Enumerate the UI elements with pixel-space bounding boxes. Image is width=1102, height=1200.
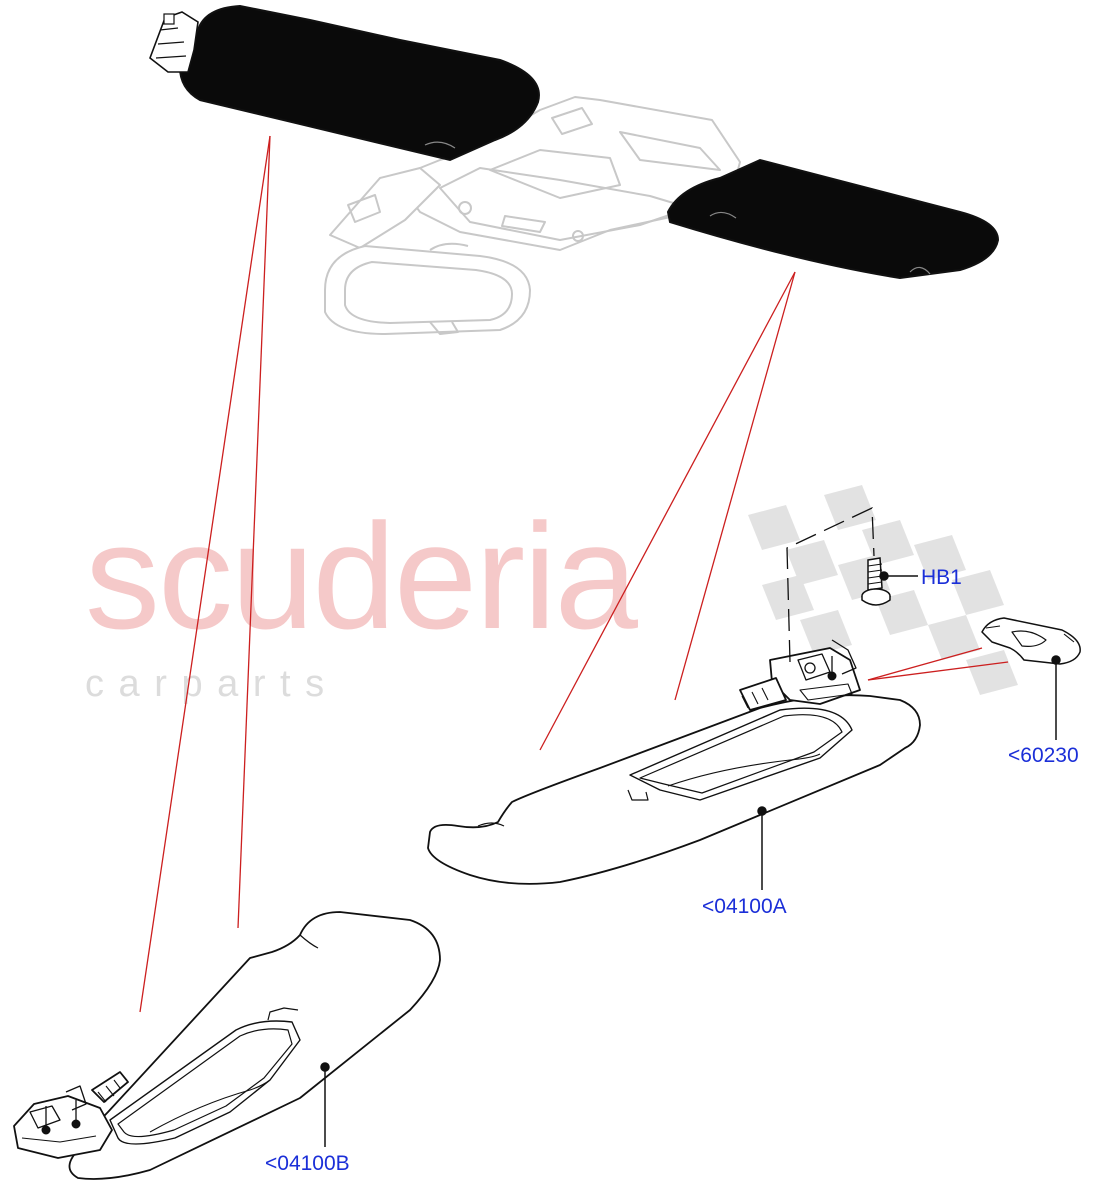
sun-visor-left-installed <box>149 4 540 162</box>
watermark: scuderia c a r p a r t s <box>85 485 1018 705</box>
bolt-install-path <box>786 506 875 663</box>
sun-visor-right-installed <box>666 158 1000 280</box>
bolt-part <box>861 557 891 606</box>
guide-line <box>867 647 983 681</box>
hinge-cover-part <box>981 617 1081 665</box>
watermark-tagline: c a r p a r t s <box>85 663 326 705</box>
guide-line <box>674 271 796 701</box>
watermark-brand: scuderia <box>85 492 639 660</box>
callout-leaders <box>320 571 1061 1147</box>
guide-line <box>539 271 796 751</box>
callout-04100b[interactable]: <04100B <box>265 1152 350 1175</box>
guide-line <box>139 135 271 1013</box>
guide-line <box>867 661 1009 681</box>
sun-visor-b-part <box>13 911 441 1180</box>
guide-line <box>237 135 271 929</box>
callout-hb1[interactable]: HB1 <box>921 566 962 589</box>
callout-60230[interactable]: <60230 <box>1008 744 1079 767</box>
guide-lines <box>139 135 1009 1013</box>
callout-04100a[interactable]: <04100A <box>702 895 787 918</box>
overhead-console-context <box>324 96 741 335</box>
sun-visor-a-part <box>427 639 921 885</box>
